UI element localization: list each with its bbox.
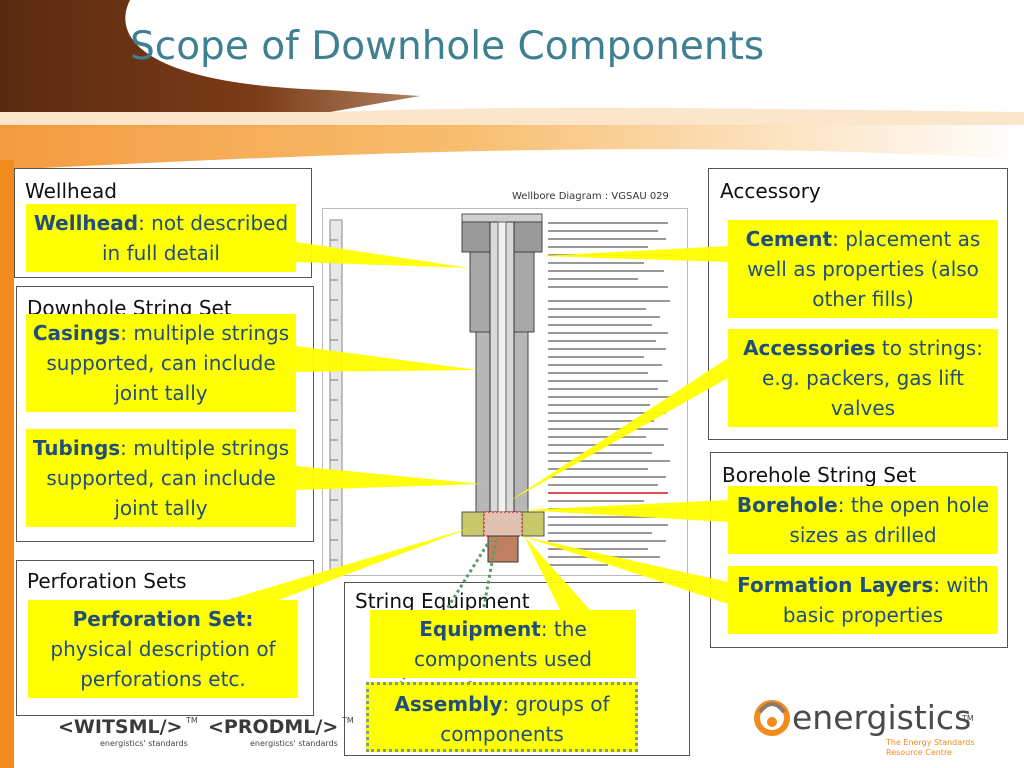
accessories-note: Accessories to strings: e.g. packers, ga… <box>728 329 998 427</box>
witsml-logo: <WITSML/> <box>58 716 183 738</box>
casings-note: Casings: multiple strings supported, can… <box>26 314 296 412</box>
wellbore-diagram <box>322 208 688 576</box>
perforation-sets-label: Perforation Sets <box>27 569 187 593</box>
prodml-logo: <PRODML/> <box>208 716 339 738</box>
tubings-note-bold: Tubings <box>32 436 121 460</box>
casings-note-text: : multiple strings supported, can includ… <box>46 321 290 405</box>
assembly-note: Assembly: groups of components <box>366 682 638 752</box>
energistics-logo-tm: TM <box>962 714 974 723</box>
wellhead-note-text: : not described in full detail <box>102 211 289 265</box>
accessories-note-bold: Accessories <box>743 336 876 360</box>
energistics-logo-sub1: The Energy Standards <box>886 738 975 747</box>
borehole-string-set-label: Borehole String Set <box>722 463 917 487</box>
wellhead-note-bold: Wellhead <box>33 211 139 235</box>
perforation-set-note-text: physical description of perforations etc… <box>50 637 276 691</box>
tubings-note: Tubings: multiple strings supported, can… <box>26 429 296 527</box>
tubings-note-text: : multiple strings supported, can includ… <box>46 436 290 520</box>
prodml-logo-tm: TM <box>342 716 354 725</box>
equipment-note-bold: Equipment <box>419 617 541 641</box>
borehole-note-bold: Borehole <box>736 493 838 517</box>
borehole-note-text: : the open hole sizes as drilled <box>789 493 990 547</box>
assembly-note-bold: Assembly <box>394 692 503 716</box>
equipment-note-text: : the components used <box>413 617 593 671</box>
formation-layers-note-text: : with basic properties <box>782 573 989 627</box>
perforation-set-note: Perforation Set: physical description of… <box>28 600 298 698</box>
assembly-note-text: : groups of components <box>440 692 610 746</box>
witsml-logo-tm: TM <box>186 716 198 725</box>
prodml-logo-sub: energistics' standards <box>250 739 338 748</box>
cement-note: Cement: placement as well as properties … <box>728 220 998 318</box>
witsml-logo-sub: energistics' standards <box>100 739 188 748</box>
cement-note-text: : placement as well as properties (also … <box>747 227 981 311</box>
casings-note-bold: Casings <box>32 321 121 345</box>
energistics-logo-sub2: Resource Centre <box>886 748 952 757</box>
formation-layers-note: Formation Layers: with basic properties <box>728 566 998 634</box>
energistics-logo: energistics <box>792 698 972 737</box>
borehole-note: Borehole: the open hole sizes as drilled <box>728 486 998 554</box>
wellhead-section-label: Wellhead <box>25 179 117 203</box>
equipment-note: Equipment: the components used <box>370 610 636 678</box>
cement-note-bold: Cement <box>745 227 833 251</box>
wellhead-note: Wellhead: not described in full detail <box>26 204 296 272</box>
accessories-note-text: to strings: e.g. packers, gas lift valve… <box>762 336 983 420</box>
formation-layers-note-bold: Formation Layers <box>737 573 934 597</box>
slide-title: Scope of Downhole Components <box>130 24 765 69</box>
wellbore-diagram-title: Wellbore Diagram : VGSAU 029 <box>512 191 669 202</box>
perforation-set-note-bold: Perforation Set: <box>72 607 254 631</box>
accessory-label: Accessory <box>720 179 821 203</box>
